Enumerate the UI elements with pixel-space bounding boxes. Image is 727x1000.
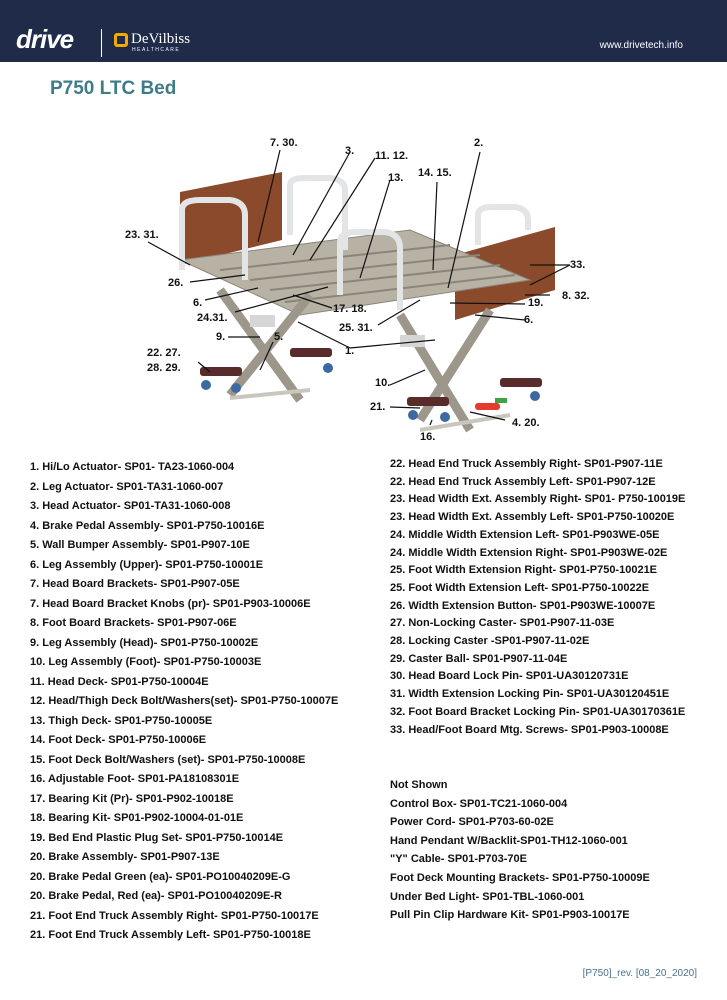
part-item: 9. Leg Assembly (Head)- SP01-P750-10002E	[30, 636, 259, 649]
part-item: "Y" Cable- SP01-P703-70E	[390, 853, 527, 866]
callout: 28. 29.	[147, 362, 181, 374]
revision-footer: [P750]_rev. [08_20_2020]	[582, 968, 697, 979]
part-item: Hand Pendant W/Backlit-SP01-TH12-1060-00…	[390, 834, 628, 847]
logo-divider	[101, 29, 102, 57]
part-item: 7. Head Board Brackets- SP01-P907-05E	[30, 578, 240, 590]
part-item: 2. Leg Actuator- SP01-TA31-1060-007	[30, 480, 224, 493]
part-item: 28. Locking Caster -SP01-P907-11-02E	[390, 635, 590, 648]
part-item: 23. Head Width Ext. Assembly Right- SP01…	[390, 493, 686, 506]
callout: 33.	[570, 259, 586, 271]
callout: 23. 31.	[125, 229, 159, 241]
part-item: 1. Hi/Lo Actuator- SP01- TA23-1060-004	[30, 461, 235, 473]
part-item: 13. Thigh Deck- SP01-P750-10005E	[30, 714, 213, 727]
callout: 14. 15.	[418, 167, 452, 179]
part-item: 20. Brake Pedal, Red (ea)- SP01-PO100402…	[30, 890, 282, 902]
part-item: 24. Middle Width Extension Left- SP01-P9…	[390, 528, 660, 541]
header-bar: drive DeVilbiss HEALTHCARE www.drivetech…	[0, 0, 727, 62]
callout: 1.	[345, 345, 355, 357]
devilbiss-mark-icon	[114, 33, 128, 47]
callout: 26.	[168, 277, 184, 289]
part-item: 15. Foot Deck Bolt/Washers (set)- SP01-P…	[30, 753, 306, 766]
part-item: 25. Foot Width Extension Right- SP01-P75…	[390, 564, 658, 577]
website-link[interactable]: www.drivetech.info	[599, 40, 683, 51]
part-item: 11. Head Deck- SP01-P750-10004E	[30, 675, 209, 688]
callout: 9.	[216, 331, 226, 343]
part-item: 21. Foot End Truck Assembly Left- SP01-P…	[30, 929, 311, 941]
not-shown-list: Not Shown Control Box- SP01-TC21-1060-00…	[390, 776, 650, 925]
part-item: 33. Head/Foot Board Mtg. Screws- SP01-P9…	[390, 723, 669, 736]
callout: 4. 20.	[512, 417, 540, 429]
part-item: 3. Head Actuator- SP01-TA31-1060-008	[30, 500, 231, 512]
part-item: 5. Wall Bumper Assembly- SP01-P907-10E	[30, 539, 250, 551]
callout: 7. 30.	[270, 137, 298, 149]
part-item: 25. Foot Width Extension Left- SP01-P750…	[390, 581, 650, 594]
part-item: Control Box- SP01-TC21-1060-004	[390, 797, 568, 810]
part-item: 19. Bed End Plastic Plug Set- SP01-P750-…	[30, 831, 284, 844]
callout: 5.	[274, 331, 284, 343]
callout: 2.	[474, 137, 484, 149]
callout: 25. 31.	[339, 322, 373, 334]
part-item: 6. Leg Assembly (Upper)- SP01-P750-10001…	[30, 558, 264, 571]
callout: 8. 32.	[562, 290, 590, 302]
callout: 11. 12.	[375, 150, 409, 162]
part-item: 12. Head/Thigh Deck Bolt/Washers(set)- S…	[30, 695, 339, 707]
part-item: 26. Width Extension Button- SP01-P903WE-…	[390, 599, 656, 612]
parts-list-right: 22. Head End Truck Assembly Right- SP01-…	[390, 456, 685, 739]
part-item: 16. Adjustable Foot- SP01-PA18108301E	[30, 773, 240, 785]
part-item: Under Bed Light- SP01-TBL-1060-001	[390, 890, 585, 903]
callout: 6.	[193, 297, 203, 309]
page-title: P750 LTC Bed	[50, 78, 177, 99]
callout: 19.	[528, 297, 544, 309]
part-item: 20. Brake Pedal Green (ea)- SP01-PO10040…	[30, 870, 291, 883]
part-item: 27. Non-Locking Caster- SP01-P907-11-03E	[390, 617, 615, 630]
part-item: 30. Head Board Lock Pin- SP01-UA30120731…	[390, 670, 629, 683]
part-item: Foot Deck Mounting Brackets- SP01-P750-1…	[390, 871, 650, 884]
callout: 13.	[388, 172, 404, 184]
part-item: 18. Bearing Kit- SP01-P902-10004-01-01E	[30, 812, 244, 824]
part-item: 10. Leg Assembly (Foot)- SP01-P750-10003…	[30, 656, 262, 668]
not-shown-heading: Not Shown	[390, 779, 448, 791]
callout: 17. 18.	[333, 303, 367, 315]
part-item: Pull Pin Clip Hardware Kit- SP01-P903-10…	[390, 909, 630, 922]
part-item: 8. Foot Board Brackets- SP01-P907-06E	[30, 617, 237, 629]
drive-logo: drive	[16, 24, 74, 54]
part-item: 20. Brake Assembly- SP01-P907-13E	[30, 851, 220, 863]
part-item: 24. Middle Width Extension Right- SP01-P…	[390, 546, 668, 559]
part-item: 7. Head Board Bracket Knobs (pr)- SP01-P…	[30, 597, 311, 610]
devilbiss-name: DeVilbiss	[131, 31, 191, 47]
callout: 21.	[370, 401, 386, 413]
callout: 6.	[524, 314, 534, 326]
callout: 16.	[420, 431, 436, 443]
part-item: 29. Caster Ball- SP01-P907-11-04E	[390, 652, 568, 665]
bed-diagram	[147, 149, 571, 433]
devilbiss-sub: HEALTHCARE	[132, 47, 181, 53]
part-item: 22. Head End Truck Assembly Left- SP01-P…	[390, 475, 656, 488]
part-item: 4. Brake Pedal Assembly- SP01-P750-10016…	[30, 519, 265, 532]
callout: 22. 27.	[147, 347, 181, 359]
callout: 3.	[345, 145, 355, 157]
part-item: 23. Head Width Ext. Assembly Left- SP01-…	[390, 511, 675, 524]
part-item: Power Cord- SP01-P703-60-02E	[390, 816, 554, 829]
part-item: 21. Foot End Truck Assembly Right- SP01-…	[30, 909, 319, 922]
callout: 10.	[375, 377, 391, 389]
part-item: 14. Foot Deck- SP01-P750-10006E	[30, 734, 207, 746]
part-item: 32. Foot Board Bracket Locking Pin- SP01…	[390, 705, 686, 718]
parts-list-left: 1. Hi/Lo Actuator- SP01- TA23-1060-004 2.…	[30, 458, 338, 946]
part-item: 31. Width Extension Locking Pin- SP01-UA…	[390, 688, 670, 701]
callout: 24.31.	[197, 312, 228, 324]
part-item: 22. Head End Truck Assembly Right- SP01-…	[390, 458, 663, 470]
part-item: 17. Bearing Kit (Pr)- SP01-P902-10018E	[30, 792, 234, 805]
